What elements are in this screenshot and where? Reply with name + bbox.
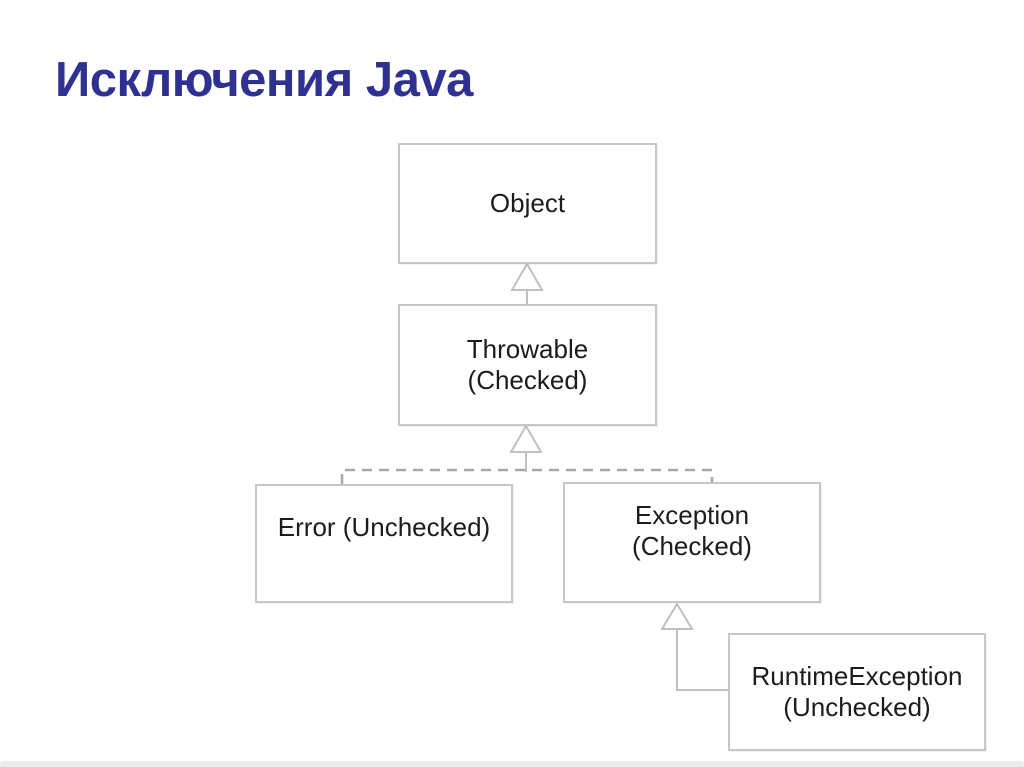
class-box-object: Object [398,143,657,264]
class-box-sublabel: (Unchecked) [783,692,931,722]
slide-title: Исключения Java [55,53,473,107]
class-box-label: Object [489,188,566,218]
class-box-throwable: Throwable (Checked) [398,304,657,426]
class-box-exception: Exception (Checked) [563,482,821,603]
bottom-edge-strip [0,761,1024,767]
class-box-label: RuntimeException [751,661,963,691]
class-box-label: Throwable [466,334,589,364]
class-box-runtimeexception: RuntimeException (Unchecked) [728,633,986,751]
inheritance-arrow-exception-icon [660,602,728,691]
inheritance-arrow-object-icon [510,261,544,305]
class-box-label: Exception [634,499,750,530]
class-box-error: Error (Unchecked) [255,484,513,603]
class-box-sublabel: (Checked) [467,365,588,395]
class-box-sublabel: (Checked) [632,530,752,561]
class-box-label: Error (Unchecked) [277,512,491,542]
inheritance-arrow-throwable-icon [509,423,543,472]
dashed-branch-connector [340,468,714,484]
